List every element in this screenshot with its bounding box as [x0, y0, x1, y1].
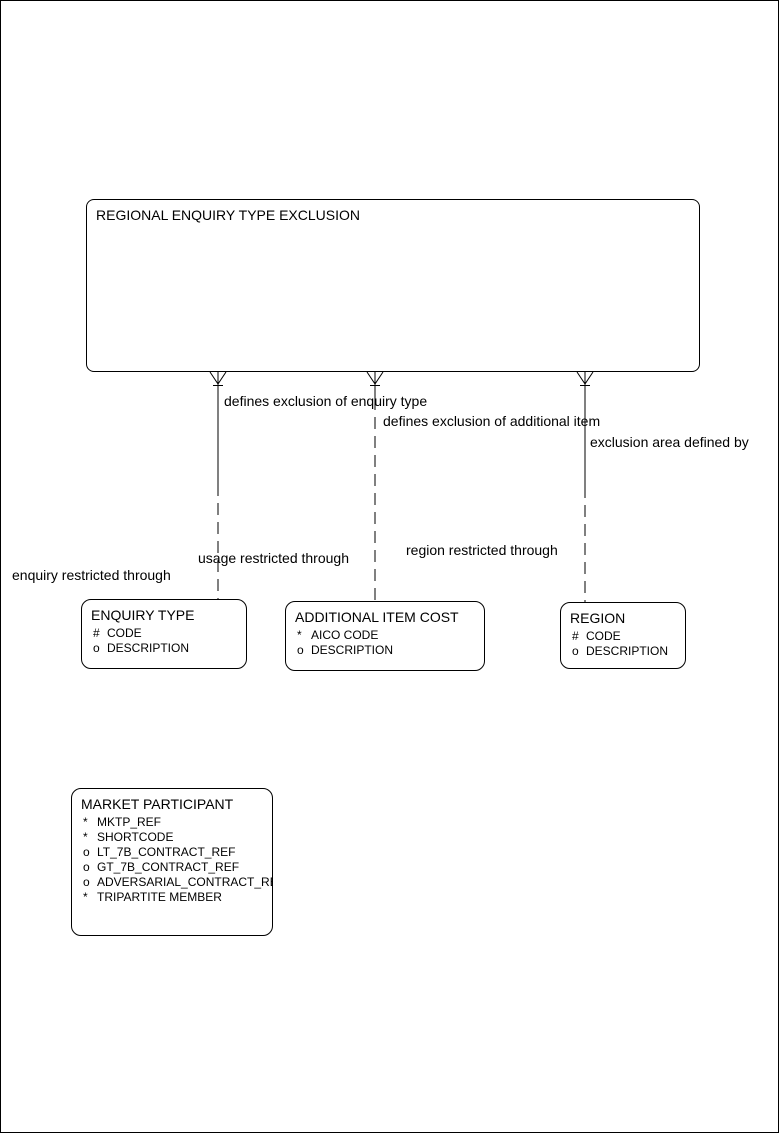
attribute-optionality-mark: # [572, 629, 579, 643]
attribute-optionality-mark: o [83, 845, 90, 859]
attribute-name: ADVERSARIAL_CONTRACT_RE [97, 875, 273, 889]
attribute-row: o LT_7B_CONTRACT_REF [72, 845, 272, 860]
attribute-name: CODE [107, 626, 142, 640]
attribute-row: * SHORTCODE [72, 830, 272, 845]
attribute-name: TRIPARTITE MEMBER [97, 890, 222, 904]
attribute-row: o DESCRIPTION [561, 644, 685, 659]
relationship-label-child: region restricted through [406, 542, 558, 558]
attribute-optionality-mark: * [83, 830, 88, 844]
attribute-optionality-mark: # [93, 626, 100, 640]
attribute-row: * TRIPARTITE MEMBER [72, 890, 272, 905]
entity-title: MARKET PARTICIPANT [81, 796, 234, 812]
attribute-name: GT_7B_CONTRACT_REF [97, 860, 240, 874]
attribute-row: # CODE [82, 626, 246, 641]
attribute-optionality-mark: o [93, 641, 100, 655]
attribute-row: * MKTP_REF [72, 815, 272, 830]
relationship-label-parent: defines exclusion of additional item [383, 413, 601, 429]
attribute-row: o ADVERSARIAL_CONTRACT_RE [72, 875, 272, 890]
relationship-label-parent: defines exclusion of enquiry type [224, 393, 428, 409]
entity-enquiry-type: ENQUIRY TYPE # CODE o DESCRIPTION [81, 599, 247, 669]
attribute-name: CODE [586, 629, 621, 643]
attribute-name: DESCRIPTION [107, 641, 190, 655]
relationship-label-parent: exclusion area defined by [590, 434, 749, 450]
attribute-row: o GT_7B_CONTRACT_REF [72, 860, 272, 875]
relationship-label-child: usage restricted through [198, 550, 349, 566]
attribute-optionality-mark: o [83, 875, 90, 889]
relationship-line-additional-item-cost [366, 371, 384, 601]
attribute-name: AICO CODE [311, 628, 379, 642]
relationship-label-child: enquiry restricted through [12, 567, 171, 583]
entity-market-participant: MARKET PARTICIPANT *MKTP_REF *SHORTCODE … [71, 788, 273, 936]
attribute-optionality-mark: o [572, 644, 579, 658]
attribute-optionality-mark: o [83, 860, 90, 874]
attribute-optionality-mark: o [297, 643, 304, 657]
entity-title: ENQUIRY TYPE [91, 607, 195, 623]
attribute-optionality-mark: * [83, 890, 88, 904]
attribute-name: SHORTCODE [97, 830, 174, 844]
attribute-name: DESCRIPTION [311, 643, 394, 657]
attribute-optionality-mark: * [297, 628, 302, 642]
attribute-name: DESCRIPTION [586, 644, 669, 658]
entity-title: REGION [570, 610, 626, 626]
entity-region: REGION # CODE o DESCRIPTION [560, 602, 686, 669]
attribute-optionality-mark: * [83, 815, 88, 829]
attribute-row: # CODE [561, 629, 685, 644]
entity-regional-enquiry-type-exclusion: REGIONAL ENQUIRY TYPE EXCLUSION [86, 199, 700, 372]
attribute-name: LT_7B_CONTRACT_REF [97, 845, 236, 859]
attribute-name: MKTP_REF [97, 815, 162, 829]
attribute-row: o DESCRIPTION [82, 641, 246, 656]
attribute-row: * AICO CODE [286, 628, 484, 643]
entity-title: ADDITIONAL ITEM COST [295, 609, 459, 625]
attribute-row: o DESCRIPTION [286, 643, 484, 658]
entity-additional-item-cost: ADDITIONAL ITEM COST * AICO CODE o DESCRIP… [285, 601, 485, 671]
entity-title: REGIONAL ENQUIRY TYPE EXCLUSION [96, 207, 361, 223]
relationship-line-region [576, 371, 594, 602]
relationship-line-enquiry-type [209, 371, 227, 599]
